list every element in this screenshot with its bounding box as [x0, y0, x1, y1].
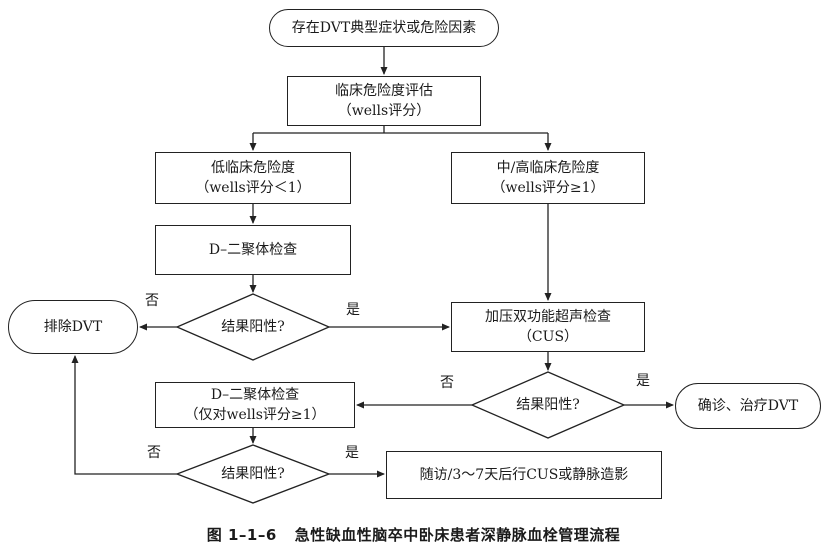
exclude-dvt-node: 排除DVT	[8, 300, 138, 354]
decision-3-no-label: 否	[147, 445, 161, 461]
d-dimer-test-label: D–二聚体检查	[208, 242, 298, 258]
cus-title: 加压双功能超声检查	[485, 309, 611, 325]
start-label: 存在DVT典型症状或危险因素	[291, 20, 477, 36]
start-node: 存在DVT典型症状或危险因素	[269, 9, 499, 47]
d-dimer-retest-subtitle: （仅对wells评分≥1）	[184, 407, 326, 423]
decision-1-no-label: 否	[145, 293, 159, 309]
follow-up-label: 随访/3～7天后行CUS或静脉造影	[419, 467, 629, 483]
decision-2-shape	[470, 371, 626, 439]
figure-number: 图 1–1–6	[206, 526, 277, 544]
low-risk-subtitle: （wells评分＜1）	[195, 180, 311, 196]
assessment-node: 临床危险度评估 （wells评分）	[287, 76, 481, 126]
edge-decision3-exclude	[71, 355, 177, 475]
mid-high-risk-node: 中/高临床危险度 （wells评分≥1）	[451, 152, 645, 204]
decision-3-shape	[175, 444, 331, 504]
assessment-title: 临床危险度评估	[335, 83, 433, 99]
d-dimer-test-node: D–二聚体检查	[155, 225, 351, 275]
d-dimer-retest-node: D–二聚体检查 （仅对wells评分≥1）	[155, 382, 355, 428]
decision-1-yes-label: 是	[346, 302, 360, 318]
mid-high-risk-title: 中/高临床危险度	[496, 160, 600, 176]
assessment-subtitle: （wells评分）	[337, 103, 431, 119]
low-risk-node: 低临床危险度 （wells评分＜1）	[155, 152, 351, 204]
confirm-dvt-node: 确诊、治疗DVT	[675, 383, 821, 429]
low-risk-title: 低临床危险度	[211, 160, 295, 176]
decision-1-shape	[175, 293, 331, 361]
decision-1-label: 结果阳性?	[221, 319, 285, 335]
decision-3-label: 结果阳性?	[221, 466, 285, 482]
decision-2-no-label: 否	[440, 375, 454, 391]
exclude-dvt-label: 排除DVT	[43, 319, 103, 335]
confirm-dvt-label: 确诊、治疗DVT	[697, 398, 799, 414]
figure-title: 急性缺血性脑卒中卧床患者深静脉血栓管理流程	[294, 526, 621, 544]
decision-3-yes-label: 是	[345, 445, 359, 461]
decision-2-yes-label: 是	[636, 373, 650, 389]
follow-up-node: 随访/3～7天后行CUS或静脉造影	[386, 451, 662, 499]
d-dimer-retest-title: D–二聚体检查	[210, 387, 300, 403]
figure-caption: 图 1–1–6 急性缺血性脑卒中卧床患者深静脉血栓管理流程	[0, 524, 827, 545]
cus-node: 加压双功能超声检查 （CUS）	[451, 302, 645, 352]
decision-2-label: 结果阳性?	[516, 397, 580, 413]
mid-high-risk-subtitle: （wells评分≥1）	[491, 180, 605, 196]
cus-subtitle: （CUS）	[517, 329, 579, 345]
